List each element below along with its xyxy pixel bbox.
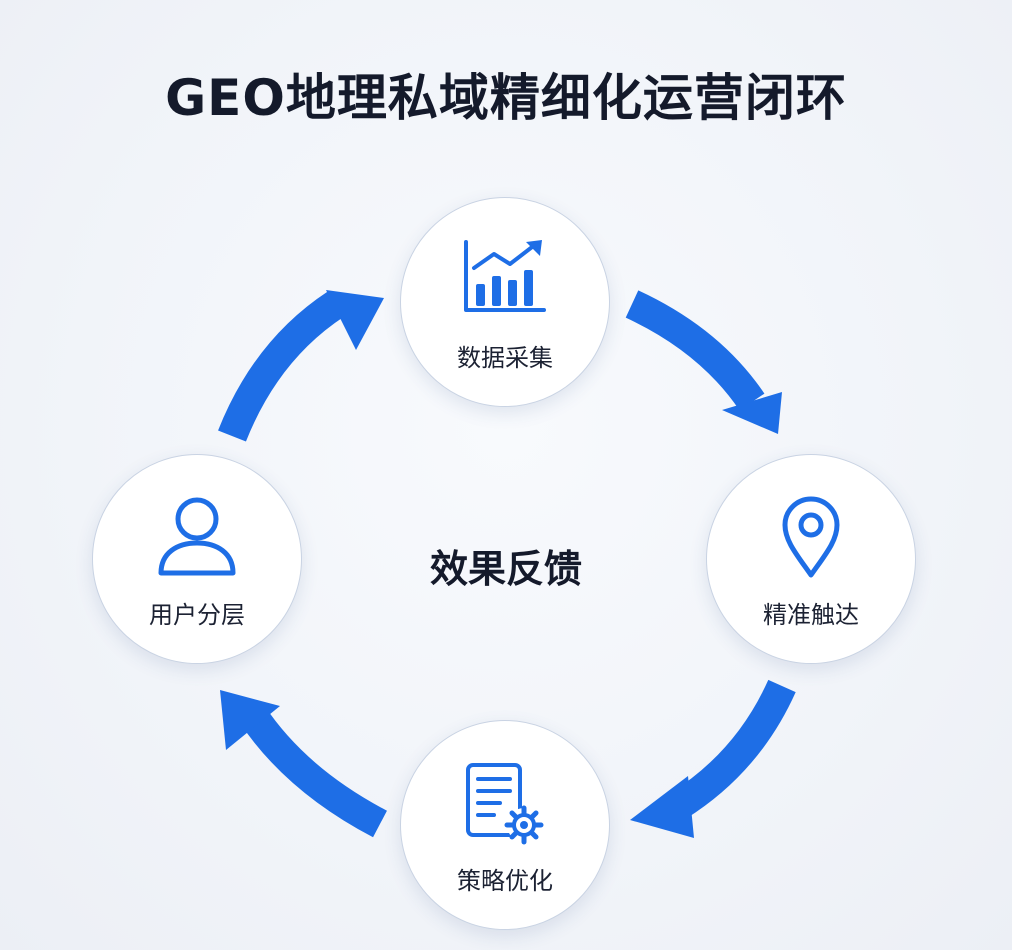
- node-strategy-optimization: 策略优化: [400, 720, 610, 930]
- arrow-optimize-to-segment: [220, 690, 387, 838]
- node-label-precise-reach: 精准触达: [763, 601, 859, 629]
- node-label-user-segmentation: 用户分层: [149, 601, 245, 629]
- arrow-collect-to-reach: [625, 290, 782, 434]
- node-precise-reach: 精准触达: [706, 454, 916, 664]
- arrow-reach-to-optimize: [630, 679, 796, 838]
- location-pin-icon: [782, 496, 840, 578]
- center-label: 效果反馈: [429, 547, 582, 591]
- bar-chart-trend-icon: [464, 240, 546, 312]
- node-label-strategy-optimization: 策略优化: [457, 867, 553, 895]
- node-data-collection: 数据采集: [400, 197, 610, 407]
- diagram-title: GEO地理私域精细化运营闭环: [165, 69, 847, 127]
- user-icon: [158, 497, 236, 576]
- document-gear-icon: [466, 763, 544, 845]
- node-user-segmentation: 用户分层: [92, 454, 302, 664]
- node-label-data-collection: 数据采集: [457, 344, 553, 372]
- arrow-segment-to-collect: [218, 290, 384, 442]
